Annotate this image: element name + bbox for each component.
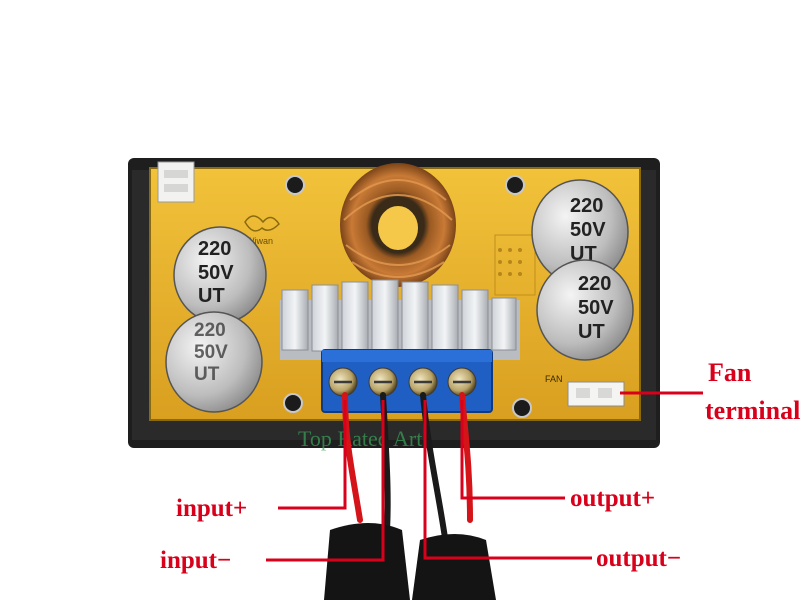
capacitor-top-right: 220 50V UT bbox=[531, 179, 629, 285]
capacitor-value: 220 bbox=[194, 320, 226, 341]
capacitor-top-left: 220 50V UT bbox=[173, 226, 267, 324]
watermark: Top Rated Art bbox=[298, 426, 422, 451]
fan-header: FAN bbox=[545, 374, 625, 407]
capacitor-voltage: 50V bbox=[198, 262, 234, 284]
top-connector bbox=[157, 161, 195, 203]
capacitor-value: 220 bbox=[578, 273, 611, 295]
label-output-plus: output+ bbox=[570, 485, 656, 512]
capacitor-code: UT bbox=[198, 285, 225, 307]
terminal-screw bbox=[447, 367, 477, 397]
terminal-screw bbox=[368, 367, 398, 397]
label-output-minus: output− bbox=[596, 545, 682, 572]
mounting-holes bbox=[283, 175, 532, 418]
terminal-screw bbox=[408, 367, 438, 397]
callout-lines bbox=[266, 391, 703, 562]
label-input-minus: input− bbox=[160, 547, 232, 574]
label-terminal: terminal bbox=[705, 396, 801, 425]
capacitor-value: 220 bbox=[198, 238, 231, 260]
heatsink bbox=[280, 279, 520, 360]
capacitor-voltage: 50V bbox=[194, 342, 228, 363]
capacitor-voltage: 50V bbox=[570, 219, 606, 241]
label-input-plus: input+ bbox=[176, 495, 248, 522]
brand-logo: Wiwan bbox=[244, 215, 280, 246]
capacitor-voltage: 50V bbox=[578, 297, 614, 319]
toroidal-inductor bbox=[340, 163, 456, 287]
capacitor-code: UT bbox=[578, 321, 605, 343]
label-fan: Fan bbox=[708, 358, 752, 387]
capacitor-code: UT bbox=[194, 364, 220, 385]
terminal-block bbox=[321, 349, 493, 413]
capacitor-bottom-left: 220 50V UT bbox=[165, 311, 263, 413]
brand-logo-text: Wiwan bbox=[246, 236, 273, 246]
fan-header-silk: FAN bbox=[545, 374, 563, 384]
capacitor-bottom-right: 220 50V UT bbox=[536, 259, 634, 361]
capacitor-value: 220 bbox=[570, 195, 603, 217]
terminal-screw bbox=[328, 367, 358, 397]
